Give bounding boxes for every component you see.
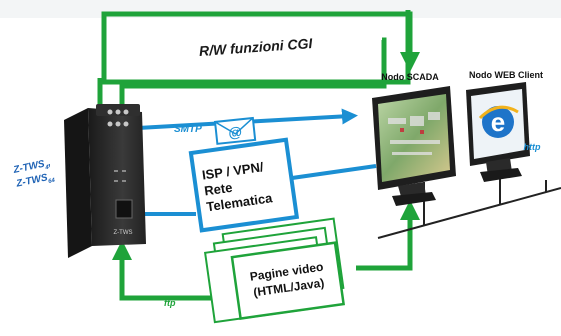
network-line-right [291, 164, 377, 180]
video-pages-stack: Pagine video (HTML/Java) [203, 217, 346, 324]
scada-label: Nodo SCADA [381, 72, 439, 82]
internet-explorer-icon: e [478, 105, 519, 138]
cgi-label: R/W funzioni CGI [198, 35, 313, 59]
cgi-outer-loop [101, 11, 420, 80]
ethernet-port-icon [115, 199, 133, 219]
smtp-label: SMTP [174, 124, 202, 135]
device-front-label: Z-TWS [114, 230, 133, 236]
envelope-at-symbol: @ [228, 123, 243, 140]
isp-vpn-network-box: ISP / VPN/ Rete Telematica [188, 137, 300, 233]
web-client-monitor: e Nodo WEB Client http [466, 70, 543, 182]
model-2-sub: 64 [48, 178, 56, 185]
scada-monitor: Nodo SCADA [372, 72, 456, 206]
svg-text:e: e [491, 107, 505, 137]
z-tws-device: Z-TWS [64, 104, 146, 258]
network-connection [138, 164, 377, 216]
envelope-at-icon: @ [213, 116, 257, 145]
model-1-sub: 4 [44, 165, 50, 172]
ftp-line-left [119, 248, 212, 301]
web-client-label: Nodo WEB Client [469, 70, 543, 80]
cgi-read-write-connection [97, 10, 420, 128]
scada-screen [378, 94, 450, 182]
model-1-sep: , [46, 157, 52, 169]
device-model-labels: Z-TWS4, Z-TWS64 [11, 157, 56, 190]
ftp-label: ftp [164, 298, 176, 308]
http-label: http [524, 142, 541, 152]
cgi-outer-line [97, 10, 411, 118]
network-box-line-2: Rete [203, 180, 233, 199]
ftp-arrow-scada [356, 200, 420, 271]
